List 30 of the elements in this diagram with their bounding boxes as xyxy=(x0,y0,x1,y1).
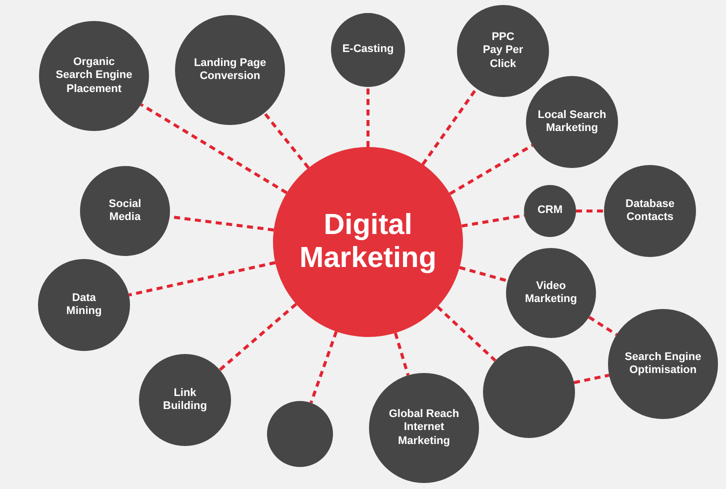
topic-label: Social Media xyxy=(108,198,142,224)
dashed-connector xyxy=(310,331,338,404)
topic-label: PPC Pay Per Click xyxy=(482,31,524,71)
dashed-connector xyxy=(263,112,310,169)
dashed-connector xyxy=(366,87,370,147)
topic-label: Database Contacts xyxy=(624,198,676,224)
dashed-connector xyxy=(422,88,478,166)
dashed-connector xyxy=(459,266,508,282)
hub-title: Digital Marketing xyxy=(298,208,438,276)
dashed-connector xyxy=(394,332,410,376)
topic-label: CRM xyxy=(536,204,564,218)
topic-label: E-Casting xyxy=(341,43,395,57)
dashed-connector xyxy=(588,316,618,336)
dashed-connector xyxy=(128,261,276,296)
topic-label: Link Building xyxy=(162,386,208,414)
dashed-connector xyxy=(436,306,496,362)
topic-label: Local Search Marketing xyxy=(536,108,608,136)
dashed-connector xyxy=(576,210,604,212)
dashed-connector xyxy=(449,144,534,196)
topic-label: Organic Search Engine Placement xyxy=(54,56,134,96)
topic-label: Data Mining xyxy=(65,292,103,318)
topic-label: Search Engine Optimisation xyxy=(624,350,702,378)
topic-label: Video Marketing xyxy=(524,280,578,306)
dashed-connector xyxy=(140,103,288,194)
topic-label: Global Reach Internet Marketing xyxy=(388,408,460,448)
dashed-connector xyxy=(218,302,298,372)
dashed-connector xyxy=(461,214,525,228)
topic-circle xyxy=(524,185,576,237)
dashed-connector xyxy=(574,374,610,384)
topic-label: Landing Page Conversion xyxy=(192,56,268,84)
